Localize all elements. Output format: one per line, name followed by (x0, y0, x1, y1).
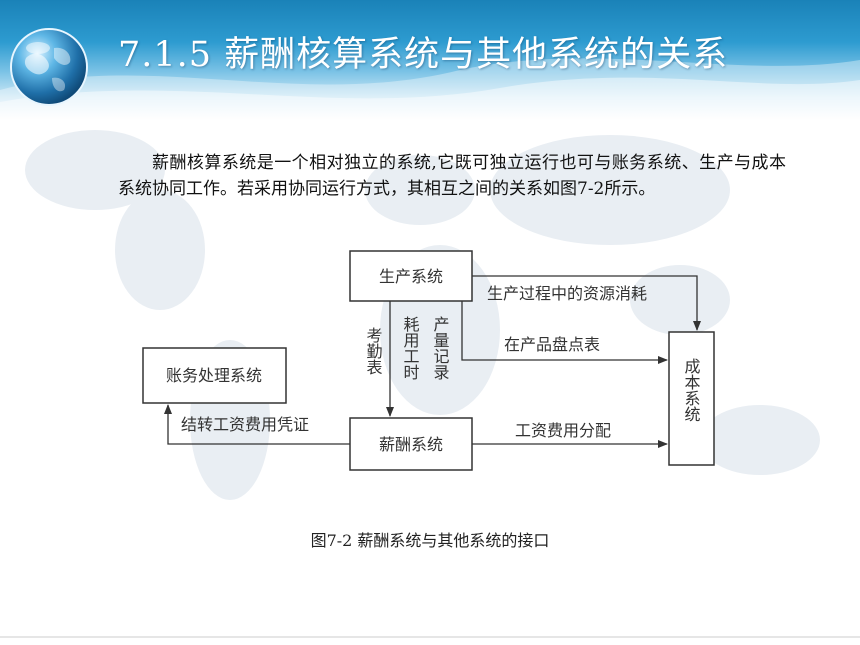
body-paragraph: 薪酬核算系统是一个相对独立的系统,它既可独立运行也可与账务系统、生产与成本系统协… (118, 153, 786, 199)
edge-salary-voucher-arrow (164, 404, 350, 445)
label-attendance: 考勤表 (364, 327, 383, 375)
node-production-system: 生产系统 (349, 250, 473, 302)
node-payroll-system: 薪酬系统 (349, 417, 473, 471)
figure-caption: 图7-2 薪酬系统与其他系统的接口 (310, 531, 550, 550)
header-band (0, 0, 860, 120)
node-payroll-label: 薪酬系统 (379, 435, 443, 454)
edge-resource-consumption-arrow (472, 275, 701, 331)
label-salary-allocation: 工资费用分配 (515, 421, 611, 440)
node-cost-label: 成本系统 (682, 358, 701, 422)
footer-divider (0, 636, 860, 638)
label-product-inventory: 在产品盘点表 (504, 335, 600, 354)
label-output-record: 产量记录 (431, 316, 450, 380)
label-salary-voucher: 结转工资费用凭证 (181, 415, 309, 434)
node-cost-system: 成本系统 (668, 331, 715, 466)
label-resource-consumption: 生产过程中的资源消耗 (487, 284, 647, 303)
label-labor-hours: 耗用工时 (401, 316, 420, 380)
node-accounting-system: 账务处理系统 (142, 347, 287, 404)
node-production-label: 生产系统 (379, 267, 443, 286)
header-wave-decoration (0, 58, 860, 120)
node-accounting-label: 账务处理系统 (166, 366, 262, 385)
edge-product-inventory-arrow (461, 301, 668, 364)
globe-icon (10, 28, 88, 106)
slide-title: 7.1.5 薪酬核算系统与其他系统的关系 (118, 35, 729, 75)
